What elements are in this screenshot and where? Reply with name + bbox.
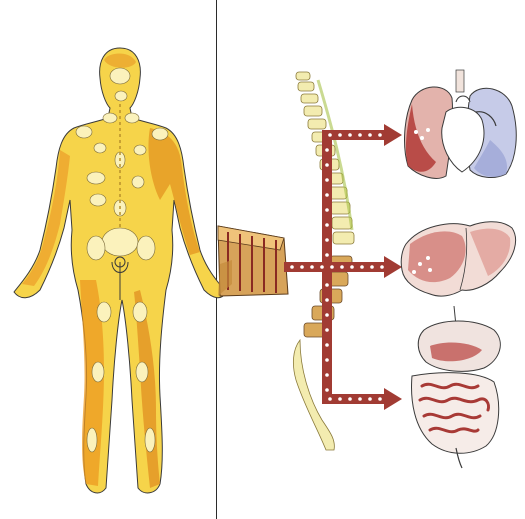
spinal-nerve-section-icon <box>218 226 288 296</box>
stomach-intestines-icon <box>412 306 501 468</box>
human-body-back-icon <box>14 48 226 493</box>
liver-icon <box>401 222 515 296</box>
lungs-heart-icon <box>405 70 517 178</box>
